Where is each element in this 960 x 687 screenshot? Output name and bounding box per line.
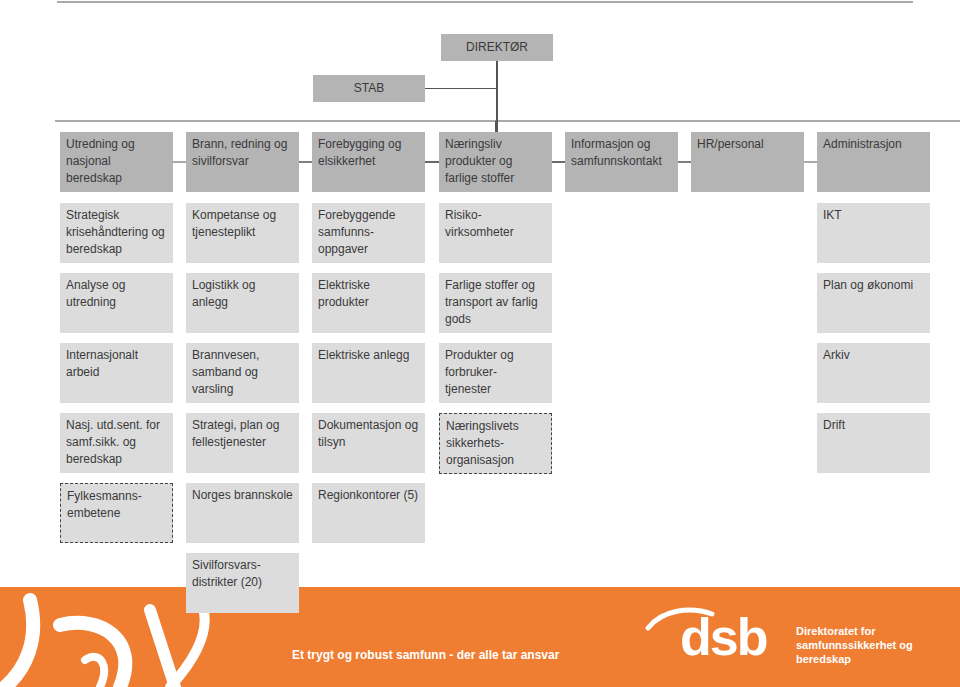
section-box: Nasj. utd.sent. for samf.sikk. og bereds…: [60, 413, 173, 473]
org-connector: [425, 61, 497, 89]
box-text: Risiko- virksomheter: [445, 207, 546, 241]
box-text: Kompetanse og tjenesteplikt: [192, 207, 293, 241]
logo-text: dsb: [680, 608, 792, 666]
box-text: Utredning og nasjonal beredskap: [66, 136, 167, 187]
footer-graphic: [5, 600, 205, 687]
section-box: IKT: [817, 203, 930, 263]
section-box: Elektriske produkter: [312, 273, 425, 333]
box-text: Logistikk og anlegg: [192, 277, 293, 311]
box-text: Brannvesen, samband og varsling: [192, 347, 293, 398]
section-box: Norges brannskole: [186, 483, 299, 543]
box-text: IKT: [823, 207, 924, 224]
department-box: Næringsliv produkter og farlige stoffer: [439, 132, 552, 192]
box-text: Regionkontorer (5): [318, 487, 419, 504]
box-text: Arkiv: [823, 347, 924, 364]
box-text: Elektriske produkter: [318, 277, 419, 311]
box-text: Brann, redning og sivilforsvar: [192, 136, 293, 170]
box-text: HR/personal: [697, 136, 798, 153]
title-box: DIREKTØR: [441, 34, 553, 61]
footer-band: [0, 587, 960, 687]
box-text: Drift: [823, 417, 924, 434]
department-box: Utredning og nasjonal beredskap: [60, 132, 173, 192]
box-text: Forebygging og elsikkerhet: [318, 136, 419, 170]
section-box: Arkiv: [817, 343, 930, 403]
department-box: Forebygging og elsikkerhet: [312, 132, 425, 192]
section-box: Fylkesmanns- embetene: [60, 483, 173, 543]
box-text: Plan og økonomi: [823, 277, 924, 294]
section-box: Næringslivets sikkerhets- organisasjon: [439, 413, 552, 474]
section-box: Forebyggende samfunns- oppgaver: [312, 203, 425, 263]
box-text: Strategi, plan og fellestjenester: [192, 417, 293, 451]
box-text: Sivilforsvars- distrikter (20): [192, 557, 293, 591]
footer-tagline: Et trygt og robust samfunn - der alle ta…: [292, 648, 632, 662]
department-box: HR/personal: [691, 132, 804, 192]
box-text: Internasjonalt arbeid: [66, 347, 167, 381]
box-text: Forebyggende samfunns- oppgaver: [318, 207, 419, 258]
box-text: Strategisk krisehåndtering og beredskap: [66, 207, 167, 258]
section-box: Internasjonalt arbeid: [60, 343, 173, 403]
section-box: Drift: [817, 413, 930, 473]
section-box: Farlige stoffer og transport av farlig g…: [439, 273, 552, 333]
title-box: STAB: [313, 75, 425, 102]
section-box: Analyse og utredning: [60, 273, 173, 333]
box-text: DIREKTØR: [445, 39, 549, 56]
top-rule: [57, 2, 913, 3]
box-text: Norges brannskole: [192, 487, 293, 504]
box-text: Elektriske anlegg: [318, 347, 419, 364]
section-box: Strategi, plan og fellestjenester: [186, 413, 299, 473]
section-box: Produkter og forbruker- tjenester: [439, 343, 552, 403]
box-text: Informasjon og samfunnskontakt: [571, 136, 672, 170]
box-text: Farlige stoffer og transport av farlig g…: [445, 277, 546, 328]
section-box: Strategisk krisehåndtering og beredskap: [60, 203, 173, 263]
section-box: Sivilforsvars- distrikter (20): [186, 553, 299, 613]
bus-line: [55, 121, 960, 122]
section-box: Elektriske anlegg: [312, 343, 425, 403]
department-box: Brann, redning og sivilforsvar: [186, 132, 299, 192]
box-text: Produkter og forbruker- tjenester: [445, 347, 546, 398]
box-text: Næringslivets sikkerhets- organisasjon: [446, 418, 545, 469]
section-box: Risiko- virksomheter: [439, 203, 552, 263]
logo-caption: Direktoratet for samfunnssikkerhet og be…: [796, 624, 926, 666]
box-text: STAB: [317, 80, 421, 97]
box-text: Nasj. utd.sent. for samf.sikk. og bereds…: [66, 417, 167, 468]
box-text: Administrasjon: [823, 136, 924, 153]
section-box: Brannvesen, samband og varsling: [186, 343, 299, 403]
box-text: Fylkesmanns- embetene: [67, 488, 166, 522]
section-box: Dokumentasjon og tilsyn: [312, 413, 425, 473]
box-text: Næringsliv produkter og farlige stoffer: [445, 136, 546, 187]
section-box: Regionkontorer (5): [312, 483, 425, 543]
department-box: Informasjon og samfunnskontakt: [565, 132, 678, 192]
box-text: Dokumentasjon og tilsyn: [318, 417, 419, 451]
section-box: Logistikk og anlegg: [186, 273, 299, 333]
department-box: Administrasjon: [817, 132, 930, 192]
section-box: Plan og økonomi: [817, 273, 930, 333]
box-text: Analyse og utredning: [66, 277, 167, 311]
section-box: Kompetanse og tjenesteplikt: [186, 203, 299, 263]
